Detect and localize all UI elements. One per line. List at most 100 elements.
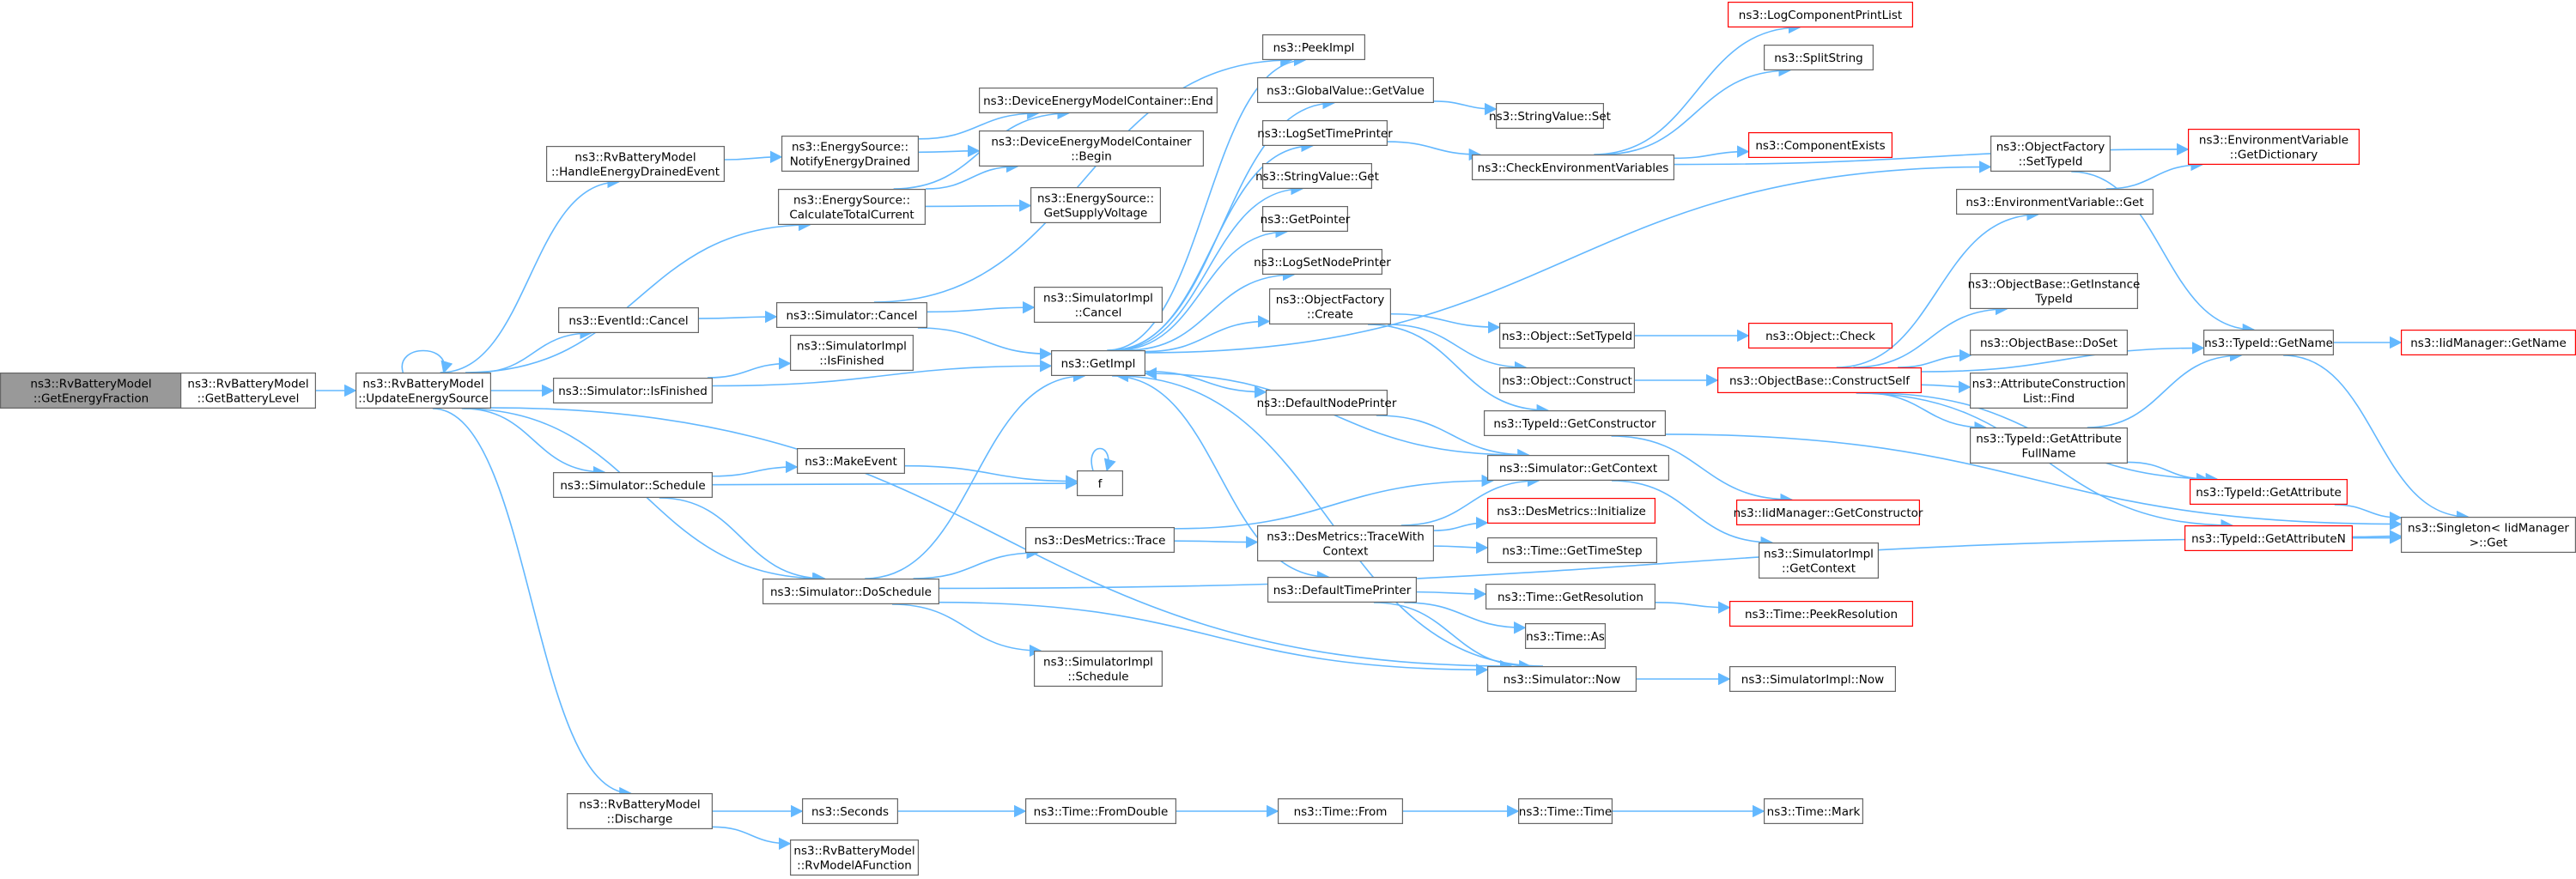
- node-tmark[interactable]: ns3::Time::Mark: [1764, 797, 1864, 824]
- node-secs[interactable]: ns3::Seconds: [801, 797, 898, 824]
- node-evget[interactable]: ns3::EnvironmentVariable::Get: [1956, 189, 2154, 215]
- node-isfin[interactable]: ns3::Simulator::IsFinished: [552, 378, 713, 404]
- node-mkev[interactable]: ns3::MakeEvent: [796, 447, 905, 474]
- node-sinow[interactable]: ns3::SimulatorImpl::Now: [1728, 665, 1896, 692]
- node-root[interactable]: ns3::RvBatteryModel::GetEnergyFraction: [0, 373, 183, 409]
- node-scancel[interactable]: ns3::Simulator::Cancel: [775, 302, 927, 329]
- node-box: [557, 307, 699, 334]
- node-box: [1471, 155, 1674, 181]
- node-box: [1261, 163, 1372, 190]
- node-box: [801, 797, 898, 824]
- node-ofcreate[interactable]: ns3::ObjectFactory::Create: [1268, 288, 1391, 325]
- node-imgname[interactable]: ns3::IidManager::GetName: [2401, 330, 2576, 356]
- node-ned[interactable]: ns3::EnergySource::NotifyEnergyDrained: [781, 136, 919, 173]
- node-box: [1517, 797, 1613, 824]
- node-ocheck[interactable]: ns3::Object::Check: [1747, 323, 1893, 349]
- node-getbat[interactable]: ns3::RvBatteryModel::GetBatteryLevel: [180, 373, 317, 409]
- node-dtrace[interactable]: ns3::DesMetrics::Trace: [1024, 526, 1175, 553]
- node-label: ::Discharge: [607, 813, 673, 827]
- node-ttime[interactable]: ns3::Time::Time: [1517, 797, 1613, 824]
- node-obdoset[interactable]: ns3::ObjectBase::DoSet: [1970, 330, 2129, 356]
- node-lstp[interactable]: ns3::LogSetTimePrinter: [1257, 120, 1393, 147]
- node-demend[interactable]: ns3::DeviceEnergyModelContainer::End: [978, 87, 1218, 113]
- node-tfrom[interactable]: ns3::Time::From: [1277, 797, 1403, 824]
- node-sched[interactable]: ns3::Simulator::Schedule: [552, 471, 713, 498]
- node-tgan[interactable]: ns3::TypeId::GetAttributeN: [2184, 524, 2354, 551]
- node-dembeg[interactable]: ns3::DeviceEnergyModelContainer::Begin: [978, 130, 1204, 167]
- node-obcs[interactable]: ns3::ObjectBase::ConstructSelf: [1716, 367, 1922, 394]
- node-gsv[interactable]: ns3::EnergySource::GetSupplyVoltage: [1030, 187, 1161, 224]
- node-box: [1050, 350, 1145, 377]
- node-box: [978, 87, 1218, 113]
- node-singget[interactable]: ns3::Singleton< IidManager >::Get: [2401, 516, 2576, 553]
- node-upd[interactable]: ns3::RvBatteryModel::UpdateEnergySource: [355, 373, 492, 409]
- node-label: ns3::EnvironmentVariable::Get: [1965, 196, 2143, 209]
- node-dnp[interactable]: ns3::DefaultNodePrinter: [1257, 390, 1397, 416]
- node-label: ns3::PeekImpl: [1273, 41, 1355, 55]
- node-cev[interactable]: ns3::CheckEnvironmentVariables: [1471, 155, 1674, 181]
- node-oconst[interactable]: ns3::Object::Construct: [1498, 367, 1635, 394]
- node-box: [1268, 288, 1391, 325]
- node-ostid[interactable]: ns3::Object::SetTypeId: [1498, 323, 1635, 349]
- node-getimpl[interactable]: ns3::GetImpl: [1050, 350, 1145, 377]
- node-gvget[interactable]: ns3::GlobalValue::GetValue: [1256, 76, 1434, 103]
- node-tpr[interactable]: ns3::Time::PeekResolution: [1728, 600, 1913, 627]
- edge-dtwc-to-sgc: [1400, 474, 1540, 526]
- node-label: ns3::SimulatorImpl: [797, 340, 907, 354]
- node-evc[interactable]: ns3::EventId::Cancel: [557, 307, 699, 334]
- node-peek[interactable]: ns3::PeekImpl: [1261, 33, 1365, 60]
- node-cexists[interactable]: ns3::ComponentExists: [1747, 132, 1893, 159]
- node-dis[interactable]: ns3::RvBatteryModel::Discharge: [566, 792, 713, 829]
- node-dtp[interactable]: ns3::DefaultTimePrinter: [1267, 576, 1417, 603]
- node-imgc[interactable]: ns3::IidManager::GetConstructor: [1734, 499, 1923, 525]
- edge-dosch-to-snow: [939, 601, 1489, 676]
- node-snow[interactable]: ns3::Simulator::Now: [1486, 665, 1637, 692]
- node-sgc[interactable]: ns3::Simulator::GetContext: [1486, 454, 1669, 481]
- node-tgts[interactable]: ns3::Time::GetTimeStep: [1486, 536, 1657, 563]
- node-sigc[interactable]: ns3::SimulatorImpl::GetContext: [1759, 542, 1880, 579]
- node-evgd[interactable]: ns3::EnvironmentVariable::GetDictionary: [2188, 129, 2360, 166]
- node-tgr[interactable]: ns3::Time::GetResolution: [1485, 583, 1656, 609]
- node-box: [1486, 665, 1637, 692]
- node-label: ns3::ObjectFactory: [1276, 294, 1385, 307]
- node-box: [789, 335, 914, 372]
- node-ctc[interactable]: ns3::EnergySource::CalculateTotalCurrent: [777, 189, 926, 226]
- node-tgname[interactable]: ns3::TypeId::GetName: [2203, 330, 2335, 356]
- node-label: ns3::Simulator::Schedule: [560, 479, 705, 493]
- node-split[interactable]: ns3::SplitString: [1764, 44, 1874, 70]
- node-label: ns3::TypeId::GetAttribute: [2196, 486, 2342, 500]
- node-tas[interactable]: ns3::Time::As: [1524, 622, 1606, 649]
- node-label: ns3::Object::Check: [1765, 330, 1875, 343]
- node-lcpl[interactable]: ns3::LogComponentPrintList: [1727, 1, 1913, 27]
- node-f[interactable]: f: [1076, 470, 1123, 496]
- node-box: [1261, 206, 1348, 233]
- node-tgc[interactable]: ns3::TypeId::GetConstructor: [1483, 410, 1666, 437]
- node-sifin[interactable]: ns3::SimulatorImpl::IsFinished: [789, 335, 914, 372]
- node-getptr[interactable]: ns3::GetPointer: [1261, 206, 1351, 233]
- node-box: [1727, 1, 1913, 27]
- node-label: ns3::CheckEnvironmentVariables: [1478, 161, 1669, 175]
- node-svset[interactable]: ns3::StringValue::Set: [1489, 102, 1611, 129]
- node-sicancel[interactable]: ns3::SimulatorImpl::Cancel: [1033, 287, 1163, 324]
- edge-upd-to-dis: [432, 408, 632, 800]
- node-dminit[interactable]: ns3::DesMetrics::Initialize: [1486, 497, 1656, 524]
- node-label: ns3::LogSetTimePrinter: [1257, 127, 1393, 141]
- node-lsnp[interactable]: ns3::LogSetNodePrinter: [1254, 249, 1391, 276]
- edge-cev-to-cexists: [1674, 145, 1750, 160]
- node-box: [1261, 120, 1388, 147]
- node-tga[interactable]: ns3::TypeId::GetAttribute: [2190, 478, 2348, 505]
- node-dosch[interactable]: ns3::Simulator::DoSchedule: [762, 578, 939, 604]
- node-hed[interactable]: ns3::RvBatteryModel::HandleEnergyDrained…: [545, 146, 725, 183]
- node-box: [1747, 323, 1893, 349]
- node-svget[interactable]: ns3::StringValue::Get: [1255, 163, 1379, 190]
- node-ofst[interactable]: ns3::ObjectFactory::SetTypeId: [1990, 136, 2111, 173]
- node-rvma[interactable]: ns3::RvBatteryModel::RvModelAFunction: [789, 839, 919, 876]
- node-box: [796, 447, 905, 474]
- node-sisched[interactable]: ns3::SimulatorImpl::Schedule: [1033, 650, 1163, 687]
- node-label: ns3::ObjectBase::GetInstance: [1968, 278, 2141, 292]
- node-tfd[interactable]: ns3::Time::FromDouble: [1024, 797, 1176, 824]
